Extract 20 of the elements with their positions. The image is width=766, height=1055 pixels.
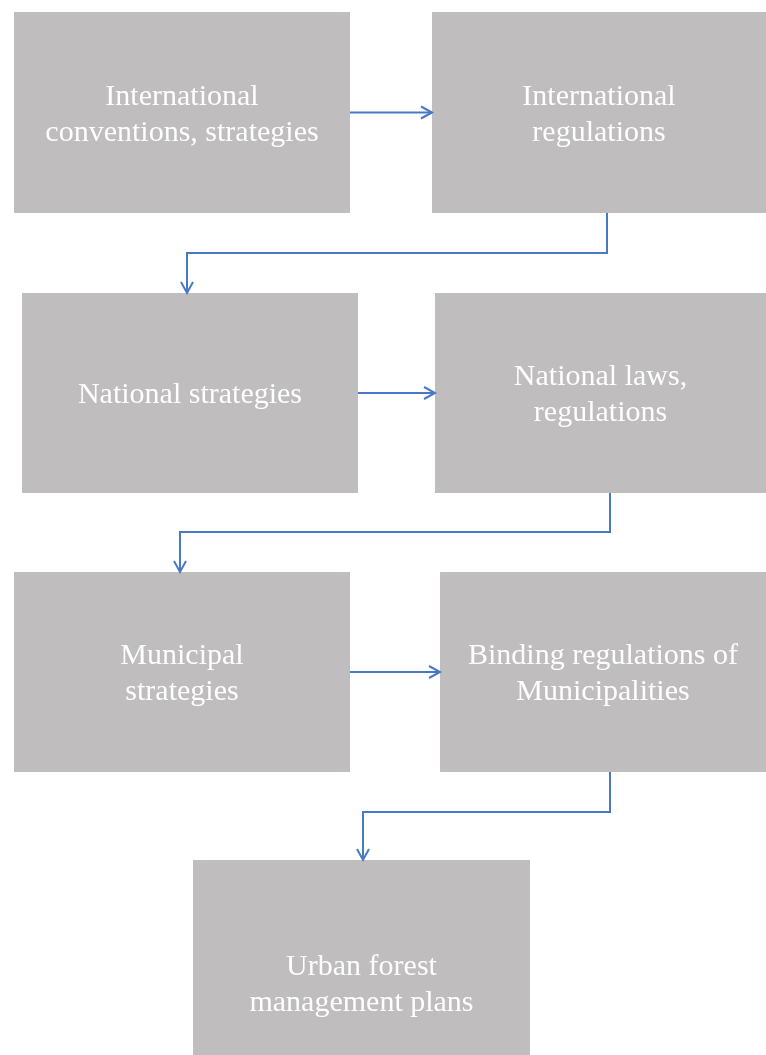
process-box	[435, 293, 766, 493]
arrow	[356, 771, 611, 861]
box-label: International conventions, strategies	[44, 76, 320, 149]
arrow	[173, 492, 611, 573]
box-label: National strategies	[77, 375, 303, 411]
process-box	[193, 860, 530, 1055]
box-label: Urban forest management plans	[248, 946, 475, 1019]
process-box	[22, 293, 358, 493]
arrow	[357, 386, 436, 400]
process-box	[432, 12, 766, 213]
process-box	[14, 572, 350, 772]
process-box	[14, 12, 350, 213]
box-label: National laws, regulations	[512, 357, 689, 429]
box-label: Binding regulations of Municipalities	[467, 636, 739, 708]
box-label: International regulations	[521, 76, 677, 149]
box-label: Municipal strategies	[119, 636, 245, 708]
arrow	[180, 212, 608, 294]
process-box	[440, 572, 766, 772]
arrow	[349, 665, 441, 679]
arrow	[349, 105, 433, 120]
